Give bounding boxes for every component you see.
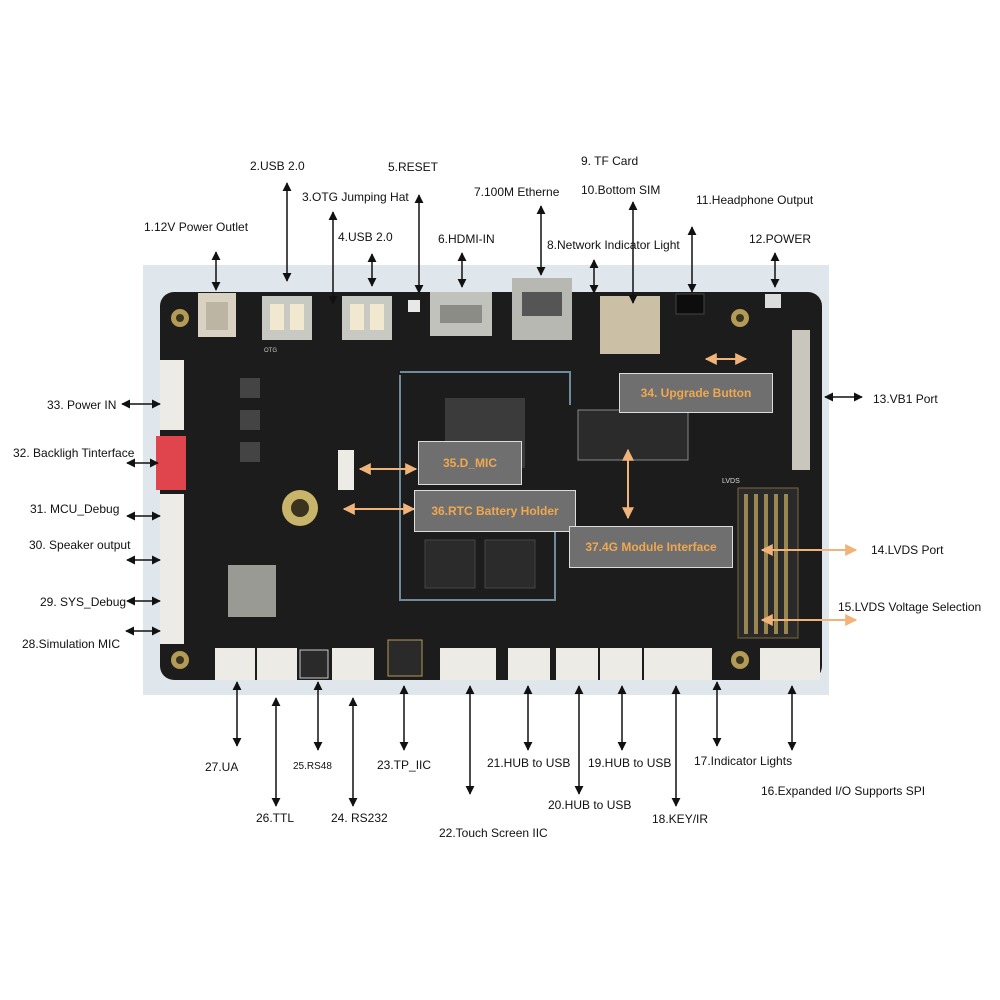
black-arrows xyxy=(121,182,863,807)
tf-card-slot xyxy=(600,296,660,354)
label-network-indicator-light: 8.Network Indicator Light xyxy=(547,238,680,252)
ttl-connector xyxy=(257,648,297,680)
label-100m-ethernet: 7.100M Etherne xyxy=(474,185,560,199)
label-hub-to-usb-20: 20.HUB to USB xyxy=(548,798,632,812)
ram-chip xyxy=(424,539,476,589)
callout-upgrade-button: 34. Upgrade Button xyxy=(619,373,773,413)
label-reset: 5.RESET xyxy=(388,160,439,174)
label-touch-screen-iic: 22.Touch Screen IIC xyxy=(439,826,548,840)
lvds-silkscreen: LVDS xyxy=(722,478,740,485)
ram-chip xyxy=(484,539,536,589)
lvds-pins xyxy=(744,494,788,634)
label-backlight-interface: 32. Backligh Tinterface xyxy=(13,446,135,460)
power-in-connector xyxy=(160,360,184,430)
label-bottom-sim: 10.Bottom SIM xyxy=(581,183,661,197)
rs485-terminal xyxy=(299,649,329,679)
silkscreen-line xyxy=(400,371,571,405)
label-lvds-voltage-selection: 15.LVDS Voltage Selection xyxy=(838,600,982,614)
label-tf-card: 9. TF Card xyxy=(581,154,639,168)
left-header-connector xyxy=(160,494,184,644)
vb1-connector xyxy=(792,330,810,470)
label-indicator-lights: 17.Indicator Lights xyxy=(694,754,793,768)
label-usb-2-0-a: 2.USB 2.0 xyxy=(250,159,305,173)
orange-arrows xyxy=(342,353,858,626)
wifi-module xyxy=(228,565,276,617)
usb-port-2 xyxy=(262,296,312,340)
callout-rtc-battery-holder: 36.RTC Battery Holder xyxy=(414,490,576,532)
usb-port-4 xyxy=(342,296,392,340)
label-hdmi-in: 6.HDMI-IN xyxy=(438,232,495,246)
ua-connector xyxy=(215,648,255,680)
label-sys-debug: 29. SYS_Debug xyxy=(40,595,127,609)
label-hub-to-usb-21: 21.HUB to USB xyxy=(487,756,571,770)
callout-4g-module-interface: 37.4G Module Interface xyxy=(569,526,733,568)
label-simulation-mic: 28.Simulation MIC xyxy=(22,637,121,651)
label-power: 12.POWER xyxy=(749,232,812,246)
expanded-io-connector xyxy=(760,648,820,680)
label-headphone-output: 11.Headphone Output xyxy=(696,193,814,207)
mini-pcie-slot xyxy=(577,409,689,461)
label-key-ir: 18.KEY/IR xyxy=(652,812,709,826)
label-power-in: 33. Power IN xyxy=(47,398,117,412)
label-ttl: 26.TTL xyxy=(256,811,295,825)
label-rs232: 24. RS232 xyxy=(331,811,388,825)
hub-usb-21-connector xyxy=(508,648,550,680)
callout-d-mic: 35.D_MIC xyxy=(418,441,522,485)
label-hub-to-usb-19: 19.HUB to USB xyxy=(588,756,672,770)
label-speaker-output: 30. Speaker output xyxy=(29,538,131,552)
label-otg-jumping-hat: 3.OTG Jumping Hat xyxy=(302,190,409,204)
label-tp-iic: 23.TP_IIC xyxy=(377,758,432,772)
touch-screen-iic-connector xyxy=(440,648,496,680)
tp-iic-header xyxy=(387,639,423,677)
rs232-connector xyxy=(332,648,374,680)
reset-button-body xyxy=(408,300,420,312)
label-ua: 27.UA xyxy=(205,760,239,774)
inductors xyxy=(240,378,260,462)
label-rs48: 25.RS48 xyxy=(293,761,332,772)
key-ir-connector xyxy=(644,648,712,680)
otg-silkscreen: OTG xyxy=(264,348,277,354)
label-usb-2-0-b: 4.USB 2.0 xyxy=(338,230,393,244)
label-mcu-debug: 31. MCU_Debug xyxy=(30,502,120,516)
backlight-connector xyxy=(156,436,186,490)
headphone-jack xyxy=(675,293,705,315)
label-expanded-io-spi: 16.Expanded I/O Supports SPI xyxy=(761,784,926,798)
pcb-body xyxy=(160,292,822,680)
d-mic-connector xyxy=(338,450,354,490)
hub-usb-20-connector xyxy=(556,648,598,680)
power-button-body xyxy=(765,294,781,308)
hub-usb-19-connector xyxy=(600,648,642,680)
label-12v-power-outlet: 1.12V Power Outlet xyxy=(144,220,249,234)
silkscreen-line xyxy=(399,375,556,601)
label-vb1-port: 13.VB1 Port xyxy=(873,392,938,406)
label-lvds-port: 14.LVDS Port xyxy=(871,543,944,557)
